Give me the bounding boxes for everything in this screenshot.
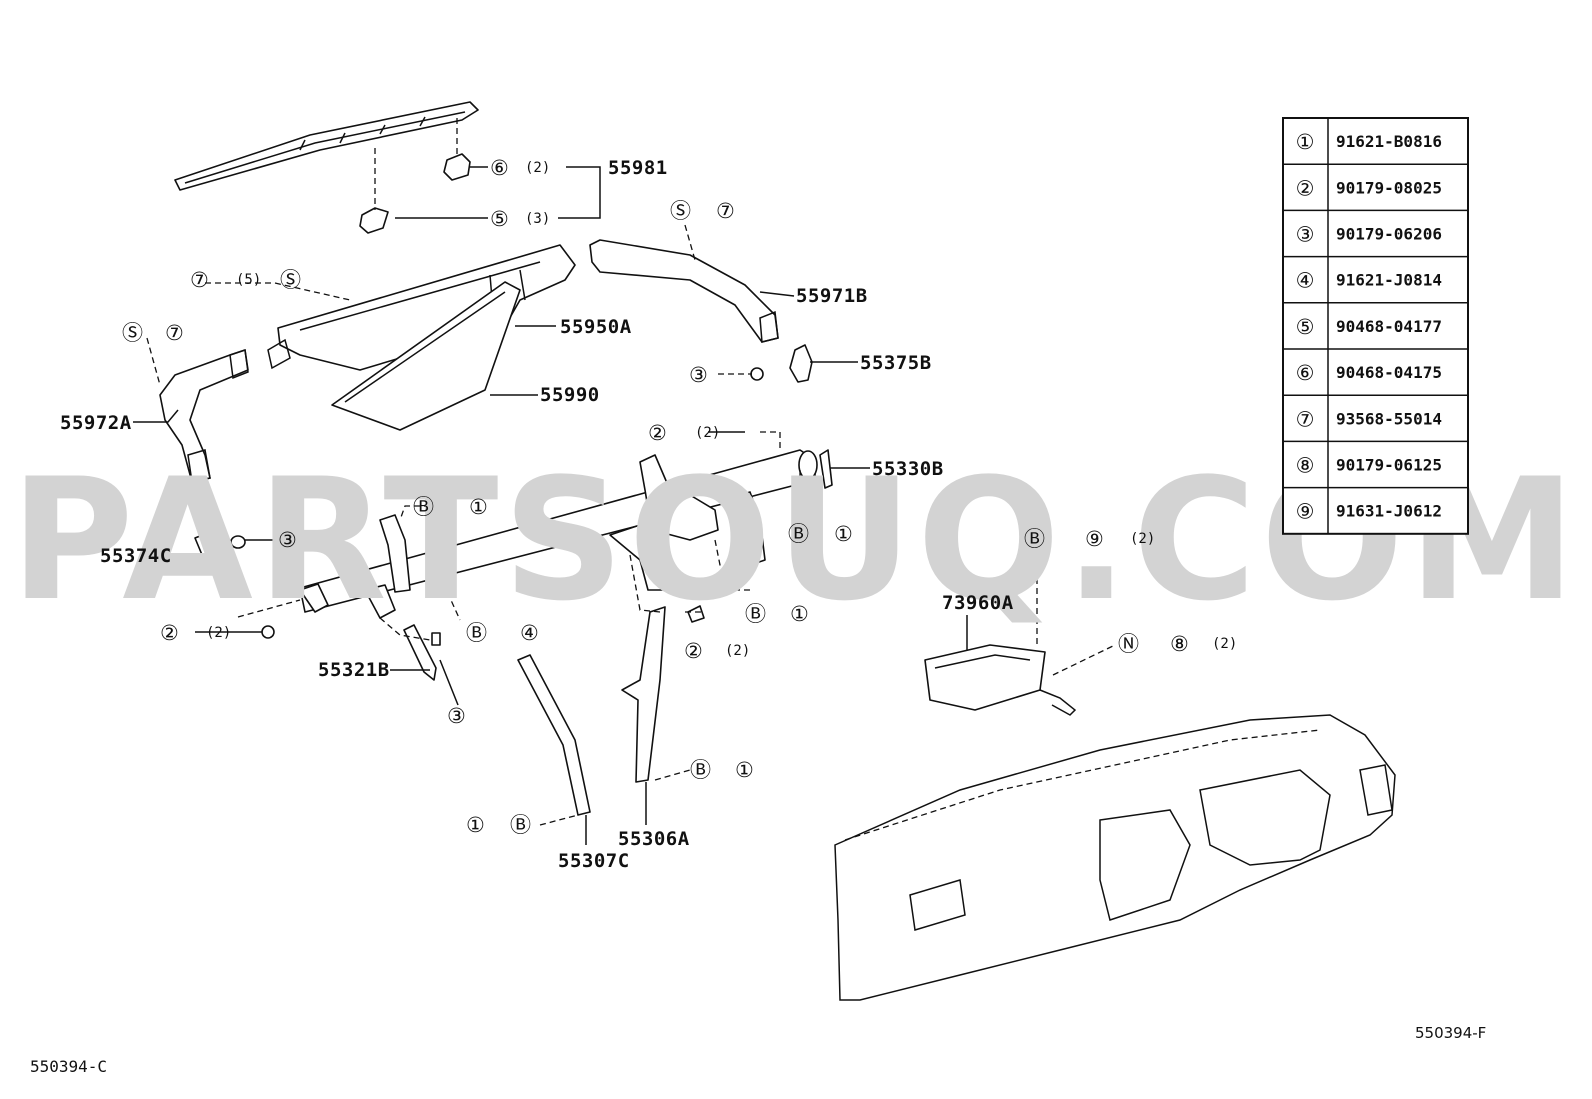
callout-6: ⑥ bbox=[490, 156, 509, 180]
instrument-panel-drawing bbox=[834, 714, 1396, 1001]
callout-7-center: ⑦ bbox=[190, 268, 209, 292]
callout-S-left: Ⓢ bbox=[122, 321, 143, 345]
fastener-code: 91621-B0816 bbox=[1336, 132, 1442, 151]
callout-B-lower: Ⓑ bbox=[690, 758, 711, 782]
callout-S-center: Ⓢ bbox=[280, 268, 301, 292]
qty-9: (2) bbox=[1130, 531, 1155, 547]
fastener-ref: ① bbox=[1296, 130, 1315, 154]
leader-lines bbox=[133, 118, 1116, 845]
callout-3-top: ③ bbox=[689, 363, 708, 387]
callout-2-top: ② bbox=[648, 421, 667, 445]
fastener-code: 90468-04177 bbox=[1336, 317, 1442, 336]
callout-B-4: Ⓑ bbox=[466, 621, 487, 645]
clip-6-drawing bbox=[443, 153, 471, 181]
callout-N: Ⓝ bbox=[1118, 632, 1139, 656]
heater-duct-left-drawing bbox=[159, 349, 249, 483]
nut-3-top-drawing bbox=[750, 367, 764, 381]
label-55374C: 55374C bbox=[100, 545, 172, 567]
label-73960A: 73960A bbox=[942, 592, 1014, 614]
label-55307C: 55307C bbox=[558, 850, 630, 872]
callout-5: ⑤ bbox=[490, 207, 509, 231]
callout-B-center: Ⓑ bbox=[745, 602, 766, 626]
label-55950A: 55950A bbox=[560, 316, 632, 338]
label-55972A: 55972A bbox=[60, 412, 132, 434]
callout-1-upper: ① bbox=[469, 495, 488, 519]
brace-55307C-drawing bbox=[517, 654, 591, 816]
brace-55306A-drawing bbox=[621, 605, 705, 783]
callout-1-lower: ① bbox=[735, 758, 754, 782]
label-55981: 55981 bbox=[608, 157, 668, 179]
label-55306A: 55306A bbox=[618, 828, 690, 850]
callout-8: ⑧ bbox=[1170, 632, 1189, 656]
label-55321B: 55321B bbox=[318, 659, 390, 681]
fastener-table-frame bbox=[1282, 117, 1469, 535]
callout-1-center: ① bbox=[790, 602, 809, 626]
callout-S-right: Ⓢ bbox=[670, 199, 691, 223]
callout-B-right: Ⓑ bbox=[788, 522, 809, 546]
qty-2-center: (2) bbox=[725, 643, 750, 659]
callout-B-9: Ⓑ bbox=[1024, 527, 1045, 551]
callout-4: ④ bbox=[520, 621, 539, 645]
callout-7-left: ⑦ bbox=[165, 321, 184, 345]
bracket-55375B-drawing bbox=[789, 344, 813, 383]
fastener-code: 91631-J0612 bbox=[1336, 502, 1442, 521]
fastener-code: 90179-06206 bbox=[1336, 225, 1442, 244]
fastener-table: ① 91621-B0816 ② 90179-08025 ③ 90179-06206 ④ 916… bbox=[1282, 117, 1469, 535]
fastener-code: 93568-55014 bbox=[1336, 409, 1442, 428]
fastener-code: 90179-08025 bbox=[1336, 178, 1442, 197]
fastener-ref: ⑨ bbox=[1296, 500, 1315, 524]
fastener-ref: ③ bbox=[1296, 223, 1315, 247]
figure-code-left: 550394-C bbox=[30, 1057, 107, 1076]
qty-8: (2) bbox=[1212, 636, 1237, 652]
fastener-ref: ④ bbox=[1296, 269, 1315, 293]
callout-2-left: ② bbox=[160, 621, 179, 645]
label-55330B: 55330B bbox=[872, 458, 944, 480]
airbag-73960A-drawing bbox=[924, 644, 1077, 716]
qty-5: (3) bbox=[525, 211, 550, 227]
qty-7-center: (5) bbox=[236, 272, 261, 288]
callout-9: ⑨ bbox=[1085, 527, 1104, 551]
fastener-ref: ⑦ bbox=[1296, 407, 1315, 431]
fastener-ref: ② bbox=[1296, 176, 1315, 200]
bracket-55374C-drawing bbox=[194, 533, 246, 566]
callout-B-upper: Ⓑ bbox=[413, 495, 434, 519]
fastener-ref: ⑥ bbox=[1296, 361, 1315, 385]
label-55971B: 55971B bbox=[796, 285, 868, 307]
heater-duct-right-drawing bbox=[589, 239, 779, 343]
qty-2-left: (2) bbox=[206, 625, 231, 641]
qty-2-top: (2) bbox=[695, 425, 720, 441]
qty-6: (2) bbox=[525, 160, 550, 176]
callout-1-bottom: ① bbox=[466, 813, 485, 837]
callout-1-right: ① bbox=[834, 522, 853, 546]
label-55375B: 55375B bbox=[860, 352, 932, 374]
fastener-ref: ⑤ bbox=[1296, 315, 1315, 339]
defroster-nozzle-drawing bbox=[174, 101, 479, 191]
label-55990: 55990 bbox=[540, 384, 600, 406]
callout-3-bottom: ③ bbox=[447, 704, 466, 728]
fastener-code: 90179-06125 bbox=[1336, 456, 1442, 475]
fastener-code: 90468-04175 bbox=[1336, 363, 1442, 382]
fastener-code: 91621-J0814 bbox=[1336, 271, 1442, 290]
callout-2-center: ② bbox=[684, 639, 703, 663]
clip-5-drawing bbox=[359, 207, 389, 234]
callout-3-left: ③ bbox=[278, 528, 297, 552]
fastener-ref: ⑧ bbox=[1296, 454, 1315, 478]
heater-duct-center-drawing bbox=[267, 244, 576, 371]
figure-code-right: 550394-F bbox=[1415, 1024, 1486, 1042]
callout-B-bottom: Ⓑ bbox=[510, 813, 531, 837]
callout-7-right: ⑦ bbox=[716, 199, 735, 223]
panel-55990-drawing bbox=[331, 281, 521, 431]
reinforcement-tube-drawing bbox=[299, 449, 833, 619]
